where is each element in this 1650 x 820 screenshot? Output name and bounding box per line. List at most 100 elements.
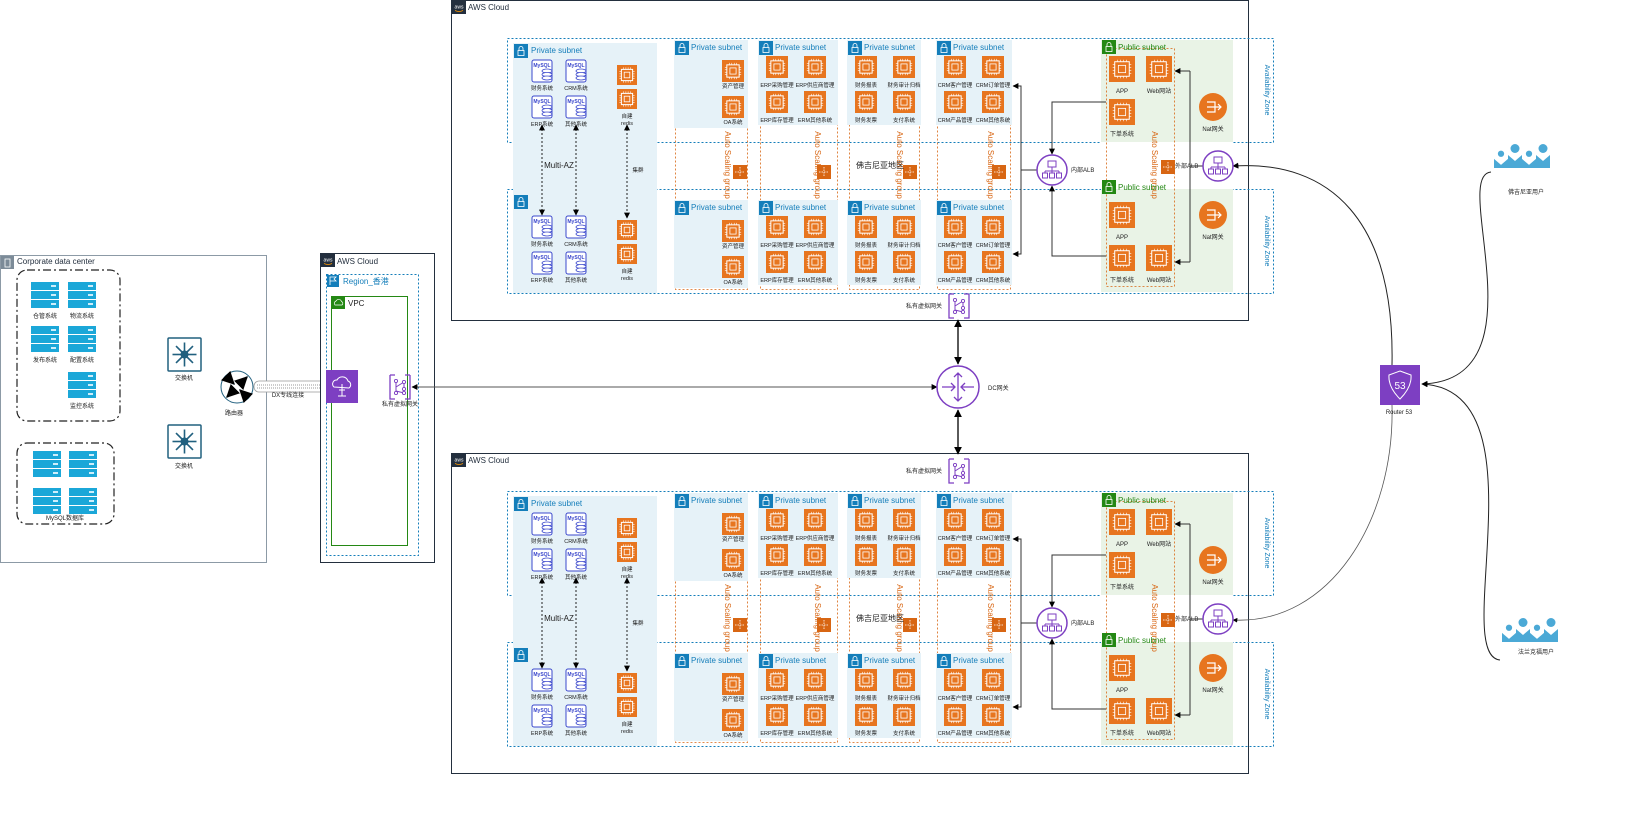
lock-bg [514,648,528,662]
region-label: 佛吉尼亚地区 [856,160,904,170]
chip-outline [1114,104,1130,120]
vgw-node [960,309,966,315]
chip-core [773,711,781,719]
alb-leaf [1215,621,1221,628]
ec2-bg [982,669,1004,691]
chip-core [951,258,959,266]
lock-body [940,500,948,506]
instance-label: CRM其他系统 [976,569,1011,577]
auto-scaling-icon [817,618,831,632]
lock-body [762,207,770,213]
router-arrow [239,389,254,404]
ec2-instance-icon [722,256,744,278]
vpc-cloud-icon [332,297,345,309]
instance-label: CRM订单管理 [976,534,1011,542]
ec2-instance-icon [893,509,915,531]
database-label: CRM系统 [564,84,588,92]
chip-outline [770,60,784,74]
ec2-bg [766,216,788,238]
chip-outline [808,708,822,722]
chip-outline [726,713,740,727]
user-body [1544,629,1558,642]
ec2-instance-icon [982,251,1004,273]
router-icon [220,370,254,404]
private-subnet-lock-icon [675,41,689,55]
connector-line [1012,170,1022,257]
mysql-db-icon: MySQL [565,95,587,119]
ec2-bg [617,89,637,109]
ec2-instance-icon [855,251,877,273]
private-subnet-lock-icon [937,494,951,508]
chip-core [811,258,819,266]
chip-outline [770,220,784,234]
instance-label: CRM订单管理 [976,694,1011,702]
db-cylinder [575,231,587,237]
mysql-badge: MySQL [533,99,550,105]
user-head [1525,150,1533,157]
lock-body [851,660,859,666]
ec2-instance-icon [855,704,877,726]
availability-zone-label: Availability Zone [1263,669,1270,720]
redis-label: redis [621,276,633,282]
lock-body [678,47,686,53]
ec2-instance-icon [1109,655,1135,681]
auto-scaling-group-frame [760,505,838,743]
private-subnet-title: Private subnet [864,656,916,665]
chip-outline [986,673,1000,687]
asg-cross [994,167,1004,177]
chip-core [811,516,819,524]
server-unit [69,488,97,496]
lock-body [1105,499,1113,505]
lock-body [1105,186,1113,192]
chip-core [1117,517,1127,527]
mysql-badge: MySQL [567,552,584,558]
auto-scaling-group-frame [760,52,838,290]
ec2-bg [855,251,877,273]
lock-bg [848,41,862,55]
vgw-node [393,390,399,396]
mysql-badge: MySQL [533,672,550,678]
instance-label: CRM产品管理 [938,276,973,284]
ec2-instance-icon [855,91,877,113]
server-led [51,347,56,349]
public-subnet-title: Public subnet [1118,636,1167,645]
chip-outline [726,260,740,274]
chip-outline [1114,61,1130,77]
chip-outline [859,255,873,269]
instance-label: OA系统 [724,278,743,286]
instance-label: ERP采购管理 [760,534,794,542]
lock-bg [937,654,951,668]
virtual-private-gateway-icon [948,293,970,319]
ec2-bg [855,216,877,238]
server-led [51,329,56,331]
router-label: 路由器 [225,409,243,417]
chip-core [1117,253,1127,263]
app-server-label: 仓管系统 [33,312,57,320]
server-unit [68,291,96,299]
ec2-instance-icon [1146,56,1172,82]
server-unit [68,282,96,290]
chip-core [773,516,781,524]
database-label: 其他系统 [565,729,588,737]
mysql-badge: MySQL [533,63,550,69]
ec2-instance-icon [982,56,1004,78]
chip-core [1117,64,1127,74]
instance-label: ERP采购管理 [760,81,794,89]
chip-outline [859,95,873,109]
instance-label: ERP库存管理 [760,729,794,737]
connector-line [1049,101,1106,155]
app-server-label: 物流系统 [70,312,94,320]
ec2-bg [1146,509,1172,535]
connector-line [1012,623,1022,710]
db-cylinder [541,267,553,273]
lock-bg [937,41,951,55]
private-subnet-title: Private subnet [953,496,1005,505]
aws-smile [323,263,333,265]
ec2-bg [617,244,637,264]
ec2-bg [1146,245,1172,271]
public-instance-label: Web网站 [1147,540,1171,548]
asg-cross [735,167,745,177]
chip-outline [620,92,634,106]
chip-core [1154,517,1164,527]
mysql-badge: MySQL [567,516,584,522]
